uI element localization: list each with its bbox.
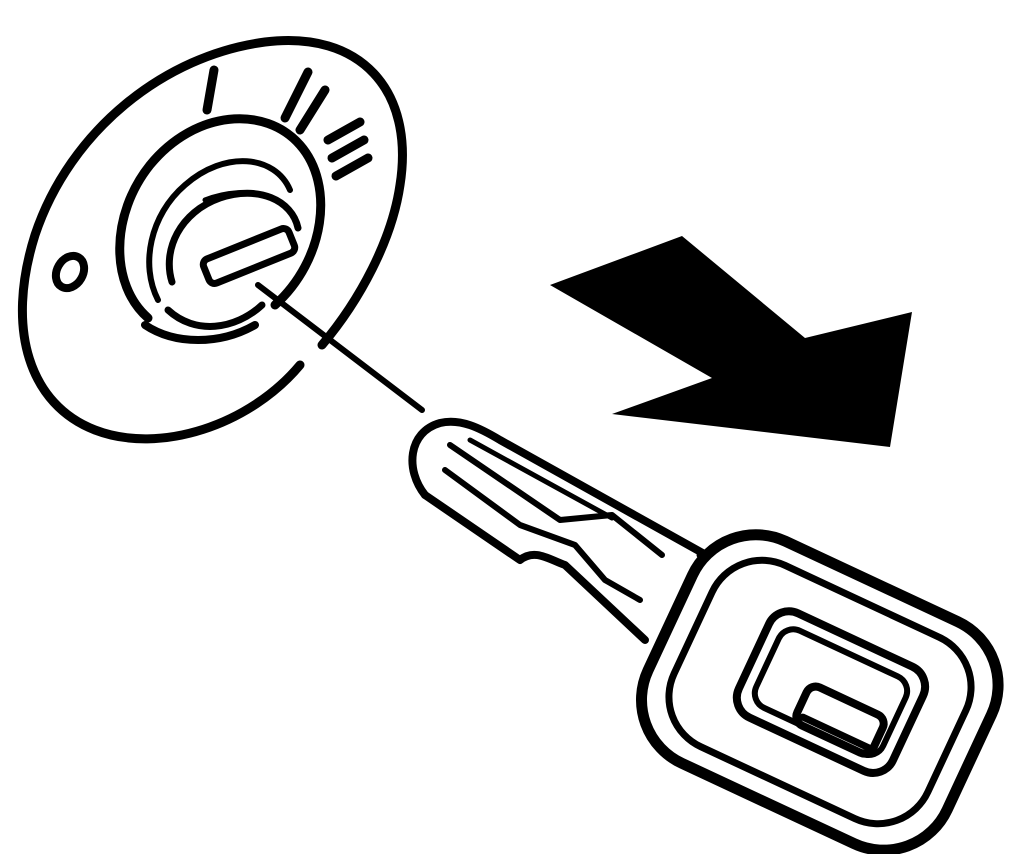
ignition-lock-icon [22, 40, 402, 438]
car-key-icon [412, 416, 1021, 854]
insertion-guide-line [258, 285, 422, 410]
arrow-icon [550, 236, 912, 447]
